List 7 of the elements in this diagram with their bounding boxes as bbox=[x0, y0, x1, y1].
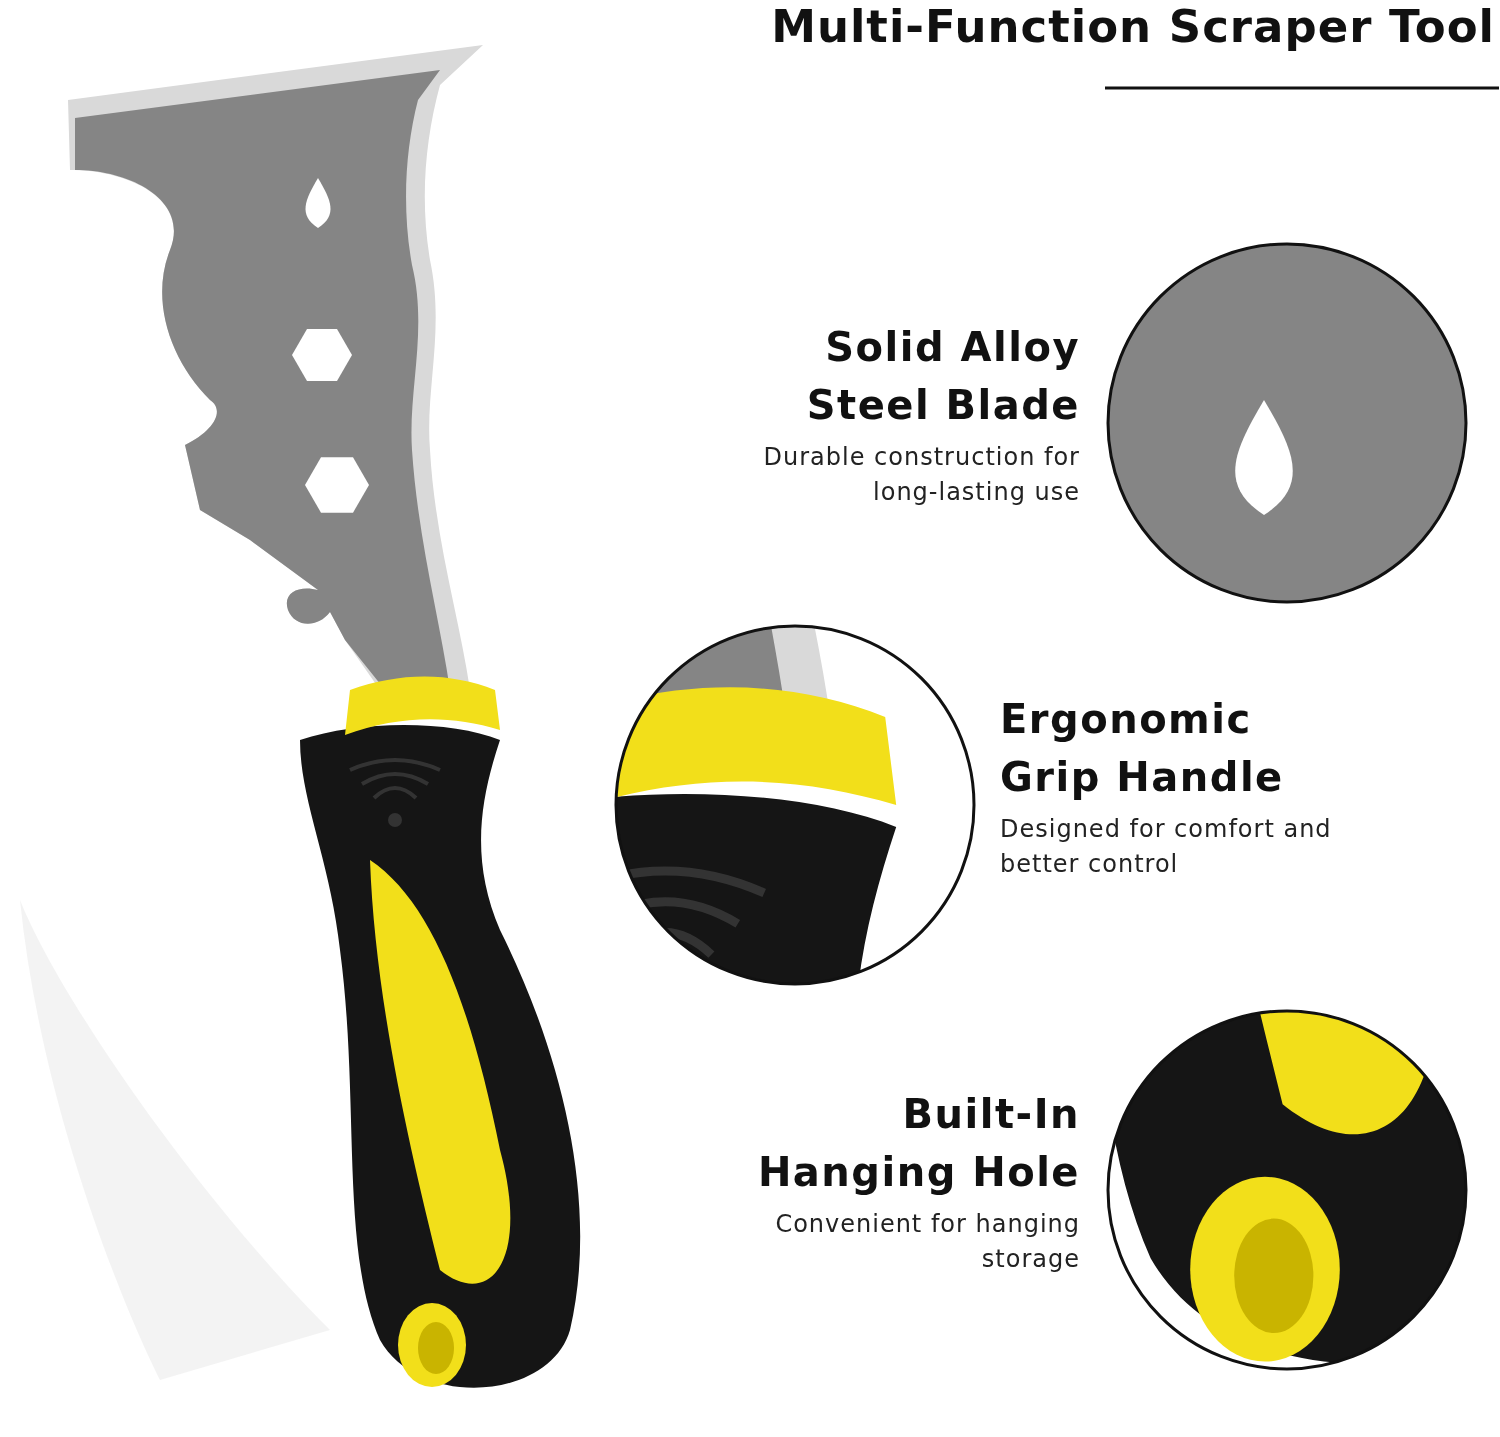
feature-heading: Solid Alloy Steel Blade bbox=[805, 323, 1080, 430]
feature-description: Convenient for hanging storage bbox=[774, 1209, 1080, 1275]
title: Multi-Function Scraper Tool bbox=[771, 0, 1495, 53]
feature-heading: Built-In Hanging Hole bbox=[756, 1090, 1080, 1197]
feature-heading: Ergonomic Grip Handle bbox=[1000, 695, 1285, 802]
feature-description: Designed for comfort and better control bbox=[1000, 814, 1333, 880]
feature-description: Durable construction for long-lasting use bbox=[762, 442, 1080, 508]
